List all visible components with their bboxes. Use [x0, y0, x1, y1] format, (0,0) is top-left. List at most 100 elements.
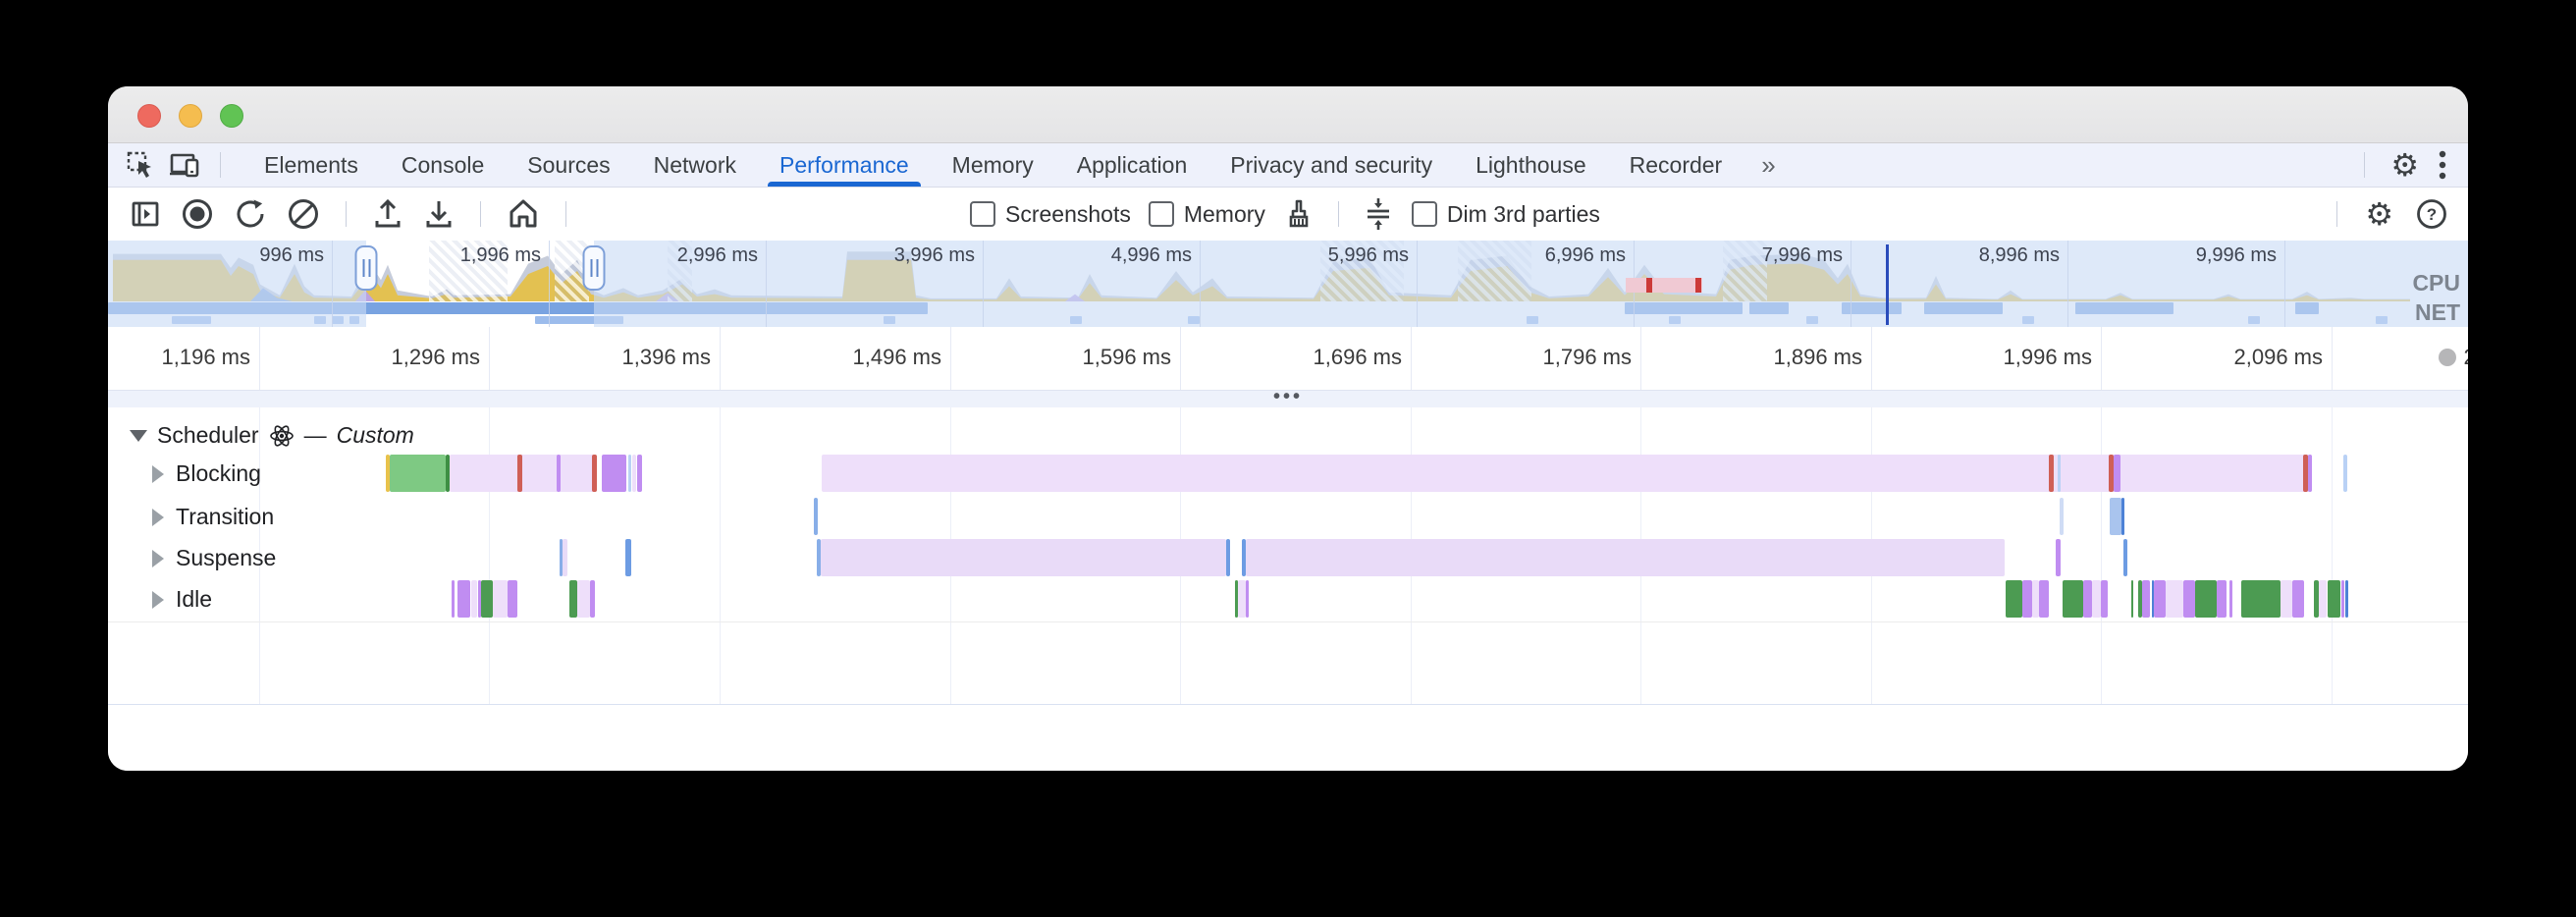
flame-segment-blocking[interactable] [637, 455, 642, 492]
flame-segment-blocking[interactable] [602, 455, 626, 492]
flame-segment-blocking[interactable] [592, 455, 597, 492]
help-icon[interactable]: ? [2415, 197, 2448, 231]
flame-segment-suspense[interactable] [625, 539, 631, 576]
flame-segment-blocking[interactable] [632, 455, 636, 492]
inspect-element-icon[interactable] [126, 150, 155, 180]
capture-settings-gear-icon[interactable]: ⚙ [2365, 196, 2393, 232]
flame-segment-idle[interactable] [2083, 580, 2092, 618]
download-profile-icon[interactable] [423, 197, 455, 231]
minimize-button[interactable] [179, 104, 202, 128]
flame-segment-idle[interactable] [2152, 580, 2154, 618]
flame-segment-idle[interactable] [590, 580, 595, 618]
tab-console[interactable]: Console [380, 143, 506, 187]
tab-elements[interactable]: Elements [242, 143, 380, 187]
flame-segment-idle[interactable] [2006, 580, 2022, 618]
flame-segment-idle[interactable] [2092, 580, 2101, 618]
flame-segment-idle[interactable] [1235, 580, 1238, 618]
flame-segment-blocking[interactable] [2114, 455, 2120, 492]
flame-segment-idle[interactable] [2183, 580, 2195, 618]
scheduler-track-header[interactable]: Scheduler — Custom [130, 422, 414, 449]
collapse-sections-icon[interactable] [1363, 196, 1394, 232]
flame-segment-suspense[interactable] [560, 539, 563, 576]
flame-segment-suspense[interactable] [2056, 539, 2061, 576]
flame-segment-suspense[interactable] [817, 539, 821, 576]
expand-triangle-icon[interactable] [152, 549, 164, 567]
flame-segment-blocking[interactable] [822, 455, 2312, 492]
flame-segment-suspense[interactable] [563, 539, 567, 576]
flame-segment-idle[interactable] [2166, 580, 2183, 618]
flame-segment-idle[interactable] [471, 580, 477, 618]
flame-segment-blocking[interactable] [2109, 455, 2114, 492]
flame-segment-idle[interactable] [481, 580, 493, 618]
tab-lighthouse[interactable]: Lighthouse [1454, 143, 1608, 187]
flame-segment-blocking[interactable] [450, 455, 595, 492]
flame-segment-idle[interactable] [569, 580, 577, 618]
collapse-triangle-icon[interactable] [130, 429, 147, 442]
flame-segment-idle[interactable] [2229, 580, 2232, 618]
kebab-menu-icon[interactable] [2439, 149, 2446, 181]
tab-privacy-and-security[interactable]: Privacy and security [1208, 143, 1454, 187]
flame-segment-idle[interactable] [2314, 580, 2319, 618]
flame-segment-idle[interactable] [478, 580, 481, 618]
flame-segment-idle[interactable] [2063, 580, 2083, 618]
track-row-idle[interactable]: Idle [152, 586, 212, 613]
track-row-suspense[interactable]: Suspense [152, 545, 276, 571]
flame-segment-blocking[interactable] [2049, 455, 2054, 492]
flame-segment-suspense[interactable] [1246, 539, 2005, 576]
flame-segment-blocking[interactable] [517, 455, 522, 492]
flame-segment-blocking[interactable] [2308, 455, 2312, 492]
flame-segment-suspense[interactable] [1226, 539, 1230, 576]
flame-segment-blocking[interactable] [446, 455, 450, 492]
tab-application[interactable]: Application [1055, 143, 1209, 187]
screenshots-checkbox[interactable]: Screenshots [970, 201, 1131, 228]
expand-triangle-icon[interactable] [152, 590, 164, 609]
tab-performance[interactable]: Performance [758, 143, 931, 187]
reload-record-icon[interactable] [234, 197, 267, 231]
selection-handle-right[interactable] [582, 245, 606, 291]
flame-segment-idle[interactable] [2138, 580, 2142, 618]
more-tabs-button[interactable]: » [1744, 143, 1793, 187]
flame-segment-idle[interactable] [2022, 580, 2032, 618]
flame-segment-idle[interactable] [2328, 580, 2340, 618]
home-live-metrics-icon[interactable] [507, 197, 540, 231]
tab-sources[interactable]: Sources [506, 143, 631, 187]
expand-triangle-icon[interactable] [152, 508, 164, 526]
flame-segment-idle[interactable] [2154, 580, 2166, 618]
expand-triangle-icon[interactable] [152, 464, 164, 483]
flame-segment-idle[interactable] [2217, 580, 2227, 618]
flame-segment-suspense[interactable] [821, 539, 1226, 576]
record-icon[interactable] [181, 197, 214, 231]
playhead-marker[interactable] [1886, 244, 1889, 325]
close-button[interactable] [137, 104, 161, 128]
flame-segment-transition[interactable] [2060, 498, 2064, 535]
flame-segment-idle[interactable] [2341, 580, 2344, 618]
flame-segment-blocking[interactable] [386, 455, 390, 492]
flame-segment-blocking[interactable] [2058, 455, 2061, 492]
track-row-blocking[interactable]: Blocking [152, 460, 261, 487]
flame-segment-idle[interactable] [2319, 580, 2327, 618]
upload-profile-icon[interactable] [372, 197, 403, 231]
garbage-collect-brush-icon[interactable] [1283, 197, 1315, 231]
flame-segment-suspense[interactable] [1242, 539, 1246, 576]
flame-segment-blocking[interactable] [628, 455, 631, 492]
flame-segment-blocking[interactable] [557, 455, 561, 492]
flame-segment-transition[interactable] [2121, 498, 2124, 535]
flame-segment-idle[interactable] [2292, 580, 2304, 618]
clear-icon[interactable] [287, 197, 320, 231]
sections-divider[interactable]: ••• [108, 387, 2468, 408]
flame-segment-idle[interactable] [508, 580, 517, 618]
flame-segment-blocking[interactable] [2343, 455, 2347, 492]
tab-memory[interactable]: Memory [931, 143, 1055, 187]
toggle-sidebar-icon[interactable] [130, 198, 161, 230]
flame-segment-transition[interactable] [2110, 498, 2121, 535]
zoom-button[interactable] [220, 104, 243, 128]
flame-segment-idle[interactable] [2131, 580, 2133, 618]
flame-segment-idle[interactable] [457, 580, 470, 618]
settings-gear-icon[interactable]: ⚙ [2390, 147, 2419, 183]
flame-segment-blocking[interactable] [390, 455, 446, 492]
flame-segment-idle[interactable] [1238, 580, 1246, 618]
flame-segment-idle[interactable] [2195, 580, 2217, 618]
